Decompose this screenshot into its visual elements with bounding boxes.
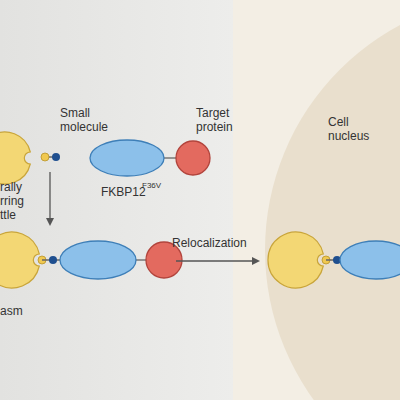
fkbp-protein xyxy=(60,241,136,279)
cropped-label: rally rring ttle xyxy=(0,180,34,222)
flow-arrow xyxy=(49,172,50,224)
nucleus-region: Cell nucleus xyxy=(265,0,400,400)
shuttle-protein xyxy=(0,132,30,184)
flow-arrow xyxy=(176,260,258,261)
ligand-dot xyxy=(49,256,57,264)
node-text: Cell nucleus xyxy=(328,115,378,143)
ligand-dot xyxy=(52,153,60,161)
molecule-label: Small molecule xyxy=(60,106,120,134)
process-label: Relocalization xyxy=(172,236,262,250)
target-protein xyxy=(176,141,210,175)
mutation-superscript: F36V xyxy=(142,181,172,191)
cytoplasm-panel: asm xyxy=(0,0,233,400)
node-text: asm xyxy=(0,304,60,318)
shuttle-protein xyxy=(268,232,323,288)
shuttle-protein xyxy=(0,232,39,288)
fkbp-protein xyxy=(340,241,400,279)
ligand-dot xyxy=(41,153,49,161)
protein-label: Target protein xyxy=(196,106,246,134)
fkbp-protein xyxy=(90,140,164,176)
